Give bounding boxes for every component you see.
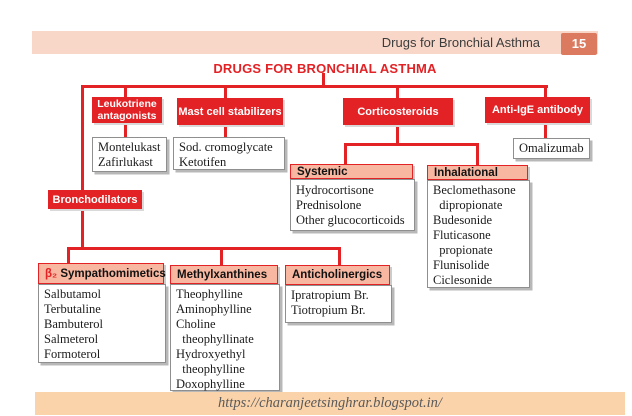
connector	[81, 85, 548, 88]
connector	[344, 146, 347, 164]
category-label: Bronchodilators	[52, 193, 138, 206]
connector	[544, 88, 547, 97]
connector	[224, 125, 227, 137]
category-box-mast-cell-stabilizers: Mast cell stabilizers	[177, 98, 283, 125]
page-number-badge: 15	[561, 33, 597, 55]
connector	[344, 143, 479, 146]
connector	[124, 123, 127, 137]
drug-list-anticholinergics: Ipratropium Br. Tiotropium Br.	[285, 285, 392, 323]
connector	[396, 125, 399, 143]
drug-list-systemic: Hydrocortisone Prednisolone Other glucoc…	[290, 179, 415, 231]
drug-list-mast-cell: Sod. cromoglycate Ketotifen	[173, 137, 285, 170]
connector	[322, 73, 325, 85]
category-box-leukotriene-antagonists: Leukotriene antagonists	[92, 97, 162, 123]
beta2-symbol: β₂	[45, 267, 58, 280]
category-box-anti-ige-antibody: Anti-IgE antibody	[485, 97, 590, 123]
connector	[396, 88, 399, 98]
subcategory-box-methylxanthines: Methylxanthines	[170, 265, 278, 284]
subcategory-box-systemic: Systemic	[290, 164, 413, 179]
footer-bar: https://charanjeetsinghrar.blogspot.in/	[35, 392, 625, 415]
category-box-corticosteroids: Corticosteroids	[343, 98, 453, 125]
connector	[338, 250, 341, 265]
category-label: Mast cell stabilizers	[178, 105, 282, 118]
subcategory-label: Systemic	[297, 165, 348, 178]
category-label: Leukotriene antagonists	[97, 98, 157, 122]
subcategory-label: Sympathomimetics	[57, 267, 166, 280]
footer-url: https://charanjeetsinghrar.blogspot.in/	[218, 395, 442, 411]
subcategory-label: Inhalational	[434, 166, 498, 179]
drug-list-leukotriene: Montelukast Zafirlukast	[92, 137, 167, 172]
connector	[124, 88, 127, 97]
diagram-title: DRUGS FOR BRONCHIAL ASTHMA	[213, 61, 437, 76]
drug-list-methylxanthines: Theophylline Aminophylline Choline theop…	[170, 284, 280, 391]
subcategory-box-beta2-sympathomimetics: β₂ Sympathomimetics	[38, 263, 166, 284]
drug-list-beta2-sympathomimetics: Salbutamol Terbutaline Bambuterol Salmet…	[38, 284, 166, 363]
connector	[476, 146, 479, 165]
connector	[220, 250, 223, 265]
header-bar: Drugs for Bronchial Asthma	[32, 31, 598, 54]
subcategory-box-anticholinergics: Anticholinergics	[285, 265, 390, 285]
subcategory-label: Anticholinergics	[292, 269, 383, 281]
header-title: Drugs for Bronchial Asthma	[381, 35, 540, 50]
category-label: Corticosteroids	[357, 105, 439, 118]
category-box-bronchodilators: Bronchodilators	[48, 190, 142, 209]
connector	[81, 85, 84, 190]
connector	[81, 208, 84, 247]
connector	[544, 123, 547, 138]
connector	[67, 247, 341, 250]
drug-list-inhalational: Beclomethasone dipropionate Budesonide F…	[427, 180, 530, 288]
category-label: Anti-IgE antibody	[491, 104, 584, 116]
connector	[67, 250, 70, 263]
subcategory-label: Methylxanthines	[177, 268, 268, 281]
subcategory-box-inhalational: Inhalational	[427, 165, 528, 180]
drug-list-anti-ige: Omalizumab	[513, 138, 590, 159]
connector	[224, 88, 227, 98]
